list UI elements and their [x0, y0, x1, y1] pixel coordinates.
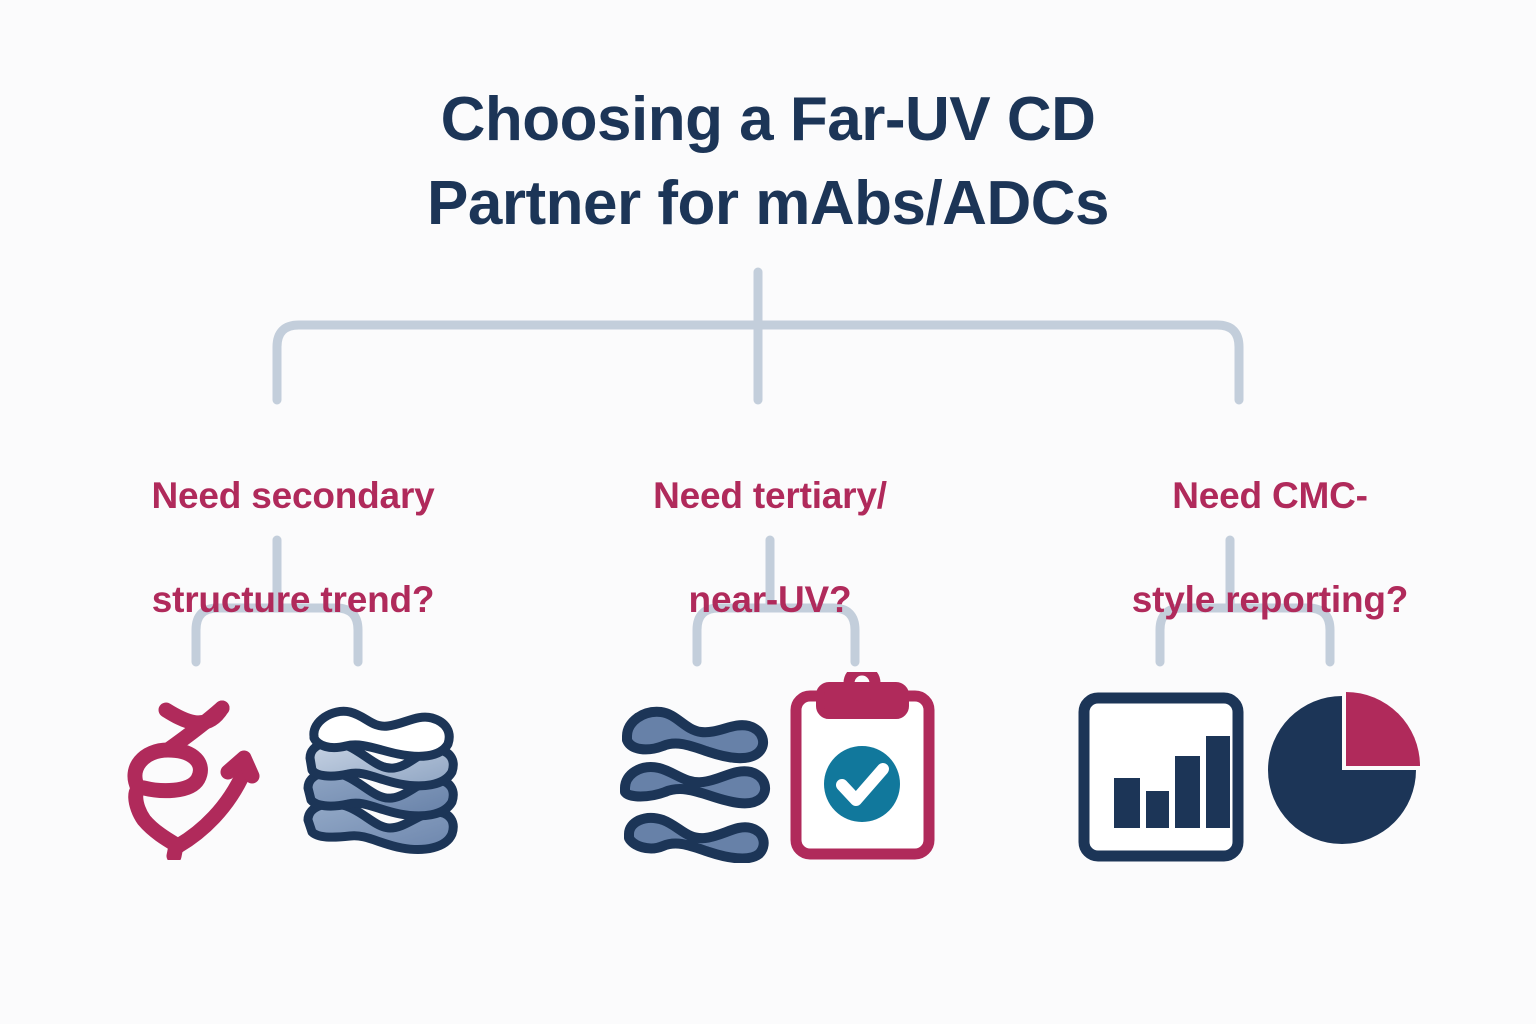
bar-chart-icon [1072, 688, 1250, 866]
branch-1-question: Need secondary structure trend? [58, 418, 528, 678]
pie-slice-major [1268, 696, 1416, 844]
branch-2-question-line-2: near-UV? [688, 579, 852, 620]
bar-chart-bars [1114, 736, 1230, 828]
protein-strands-icon [615, 688, 775, 863]
bar-4 [1206, 736, 1230, 828]
branch-3-question: Need CMC- style reporting? [1035, 418, 1505, 678]
connector-branch-2-split [692, 603, 860, 667]
connector-branch-1-split [191, 603, 363, 667]
clipboard-check-icon [780, 672, 945, 867]
pie-chart-icon [1256, 676, 1428, 858]
branch-2-question: Need tertiary/ near-UV? [570, 418, 970, 678]
connector-branch-3-split [1155, 603, 1335, 667]
branch-3-question-line-1: Need CMC- [1172, 475, 1368, 516]
branch-2-question-line-1: Need tertiary/ [653, 475, 887, 516]
beta-sheet-stack-icon [292, 688, 464, 860]
branch-1-question-line-2: structure trend? [151, 579, 435, 620]
check-mark [836, 763, 889, 806]
bar-2 [1146, 791, 1169, 828]
alpha-helix-arrow-icon [110, 680, 290, 860]
bar-1 [1114, 778, 1140, 828]
branch-1-question-line-1: Need secondary [151, 475, 435, 516]
bar-3 [1175, 756, 1200, 828]
connector-top-bus [272, 320, 1244, 405]
pie-slice-highlight [1346, 692, 1420, 766]
branch-3-question-line-2: style reporting? [1131, 579, 1409, 620]
